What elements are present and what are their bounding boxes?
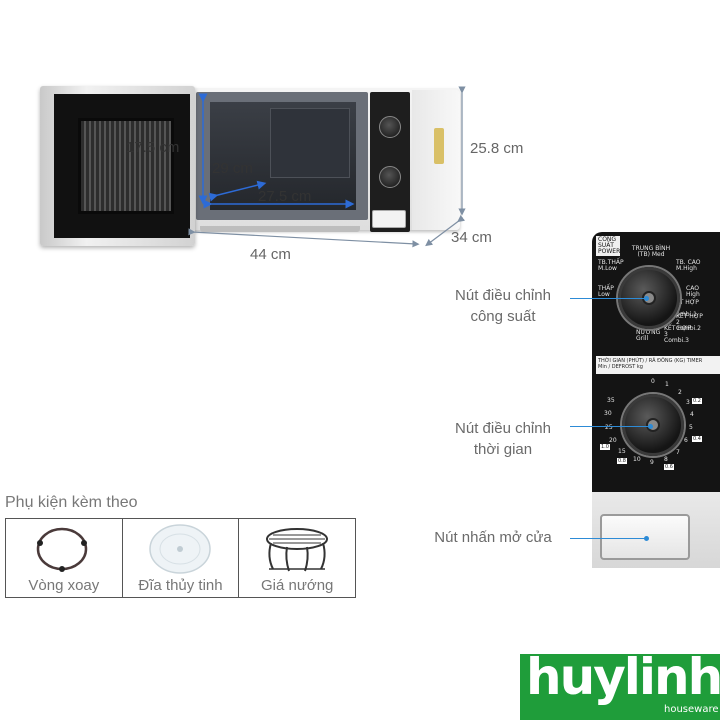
defrost-mark: 0.2 xyxy=(692,398,702,404)
accessory-label: Đĩa thủy tinh xyxy=(138,577,223,594)
brand-logo-tagline: houseware xyxy=(664,704,719,715)
timer-mark: 7 xyxy=(676,449,680,456)
power-medium-label: TRUNG BÌNH (TB) Med xyxy=(631,245,671,258)
timer-mark: 6 xyxy=(684,437,688,444)
defrost-mark: 0.8 xyxy=(617,458,627,464)
accessories-title: Phụ kiện kèm theo xyxy=(5,494,138,511)
accessory-item: Vòng xoay xyxy=(6,519,123,597)
callout-line-2: công suất xyxy=(470,308,536,325)
timer-mark: 4 xyxy=(690,411,694,418)
timer-mark: 20 xyxy=(609,437,617,444)
power-medium-high-label: TB. CAO M.High xyxy=(676,259,701,272)
power-low-label: THẤP Low xyxy=(598,285,614,298)
microwave-side-plate xyxy=(434,128,444,164)
grill-rack-icon xyxy=(266,528,329,572)
door-button-callout: Nút nhấn mở cửa xyxy=(434,529,552,546)
accessory-label: Giá nướng xyxy=(260,577,334,594)
brand-logo-text: huylinh xyxy=(526,648,720,706)
microwave-door-button xyxy=(372,210,406,228)
power-callout-pointer xyxy=(570,298,646,299)
power-knob-callout: Nút điều chỉnh công suất xyxy=(438,285,568,327)
timer-knob-callout: Nút điều chỉnh thời gian xyxy=(438,418,568,460)
roller-ring-icon xyxy=(36,527,88,572)
door-callout-dot xyxy=(644,536,649,541)
microwave-power-knob xyxy=(379,116,401,138)
timer-mark: 35 xyxy=(607,397,615,404)
outer-depth-line xyxy=(425,214,466,247)
defrost-mark: 0.6 xyxy=(664,464,674,470)
timer-mark: 25 xyxy=(605,424,613,431)
timer-callout-pointer xyxy=(570,426,650,427)
outer-width-line xyxy=(188,228,420,248)
timer-mark: 8 xyxy=(664,456,668,463)
timer-mark: 5 xyxy=(689,424,693,431)
callout-line-1: Nút điều chỉnh xyxy=(455,420,551,437)
inner-depth-line xyxy=(208,180,267,202)
inner-depth-label: 29 cm xyxy=(212,160,253,177)
power-combi2-label: KẾT HỢP 2 Combi.2 xyxy=(676,313,703,332)
callout-line-2: thời gian xyxy=(473,441,533,458)
accessory-label: Vòng xoay xyxy=(28,577,100,594)
timer-mark: 15 xyxy=(618,448,626,455)
timer-header: THỜI GIAN (PHÚT) / RÃ ĐÔNG (KG) TIMER Mi… xyxy=(598,358,703,370)
microwave-door-window xyxy=(78,118,174,214)
power-combi3-label: KẾT HỢP 3 Combi.3 xyxy=(664,325,691,344)
outer-height-label: 25.8 cm xyxy=(470,140,524,157)
timer-mark: 1 xyxy=(665,381,669,388)
timer-mark: 30 xyxy=(604,410,612,417)
microwave-front-panel xyxy=(370,92,410,232)
outer-width-label: 44 cm xyxy=(250,246,291,263)
power-callout-dot xyxy=(644,296,649,301)
defrost-mark: 0.4 xyxy=(692,436,702,442)
timer-mark: 2 xyxy=(678,389,682,396)
power-high-label: CAO High xyxy=(686,285,700,298)
power-header: CÔNG SUẤT POWER xyxy=(596,236,621,256)
defrost-mark: 1.0 xyxy=(600,444,610,450)
outer-depth-label: 34 cm xyxy=(451,229,492,246)
callout-line-1: Nút điều chỉnh xyxy=(455,287,551,304)
timer-mark: 9 xyxy=(650,459,654,466)
glass-plate-icon xyxy=(148,524,211,574)
inner-height-label: 17.5 cm xyxy=(126,139,180,156)
brand-logo xyxy=(520,654,720,720)
power-medium-low-label: TB.THẤP M.Low xyxy=(598,259,624,272)
accessory-item: Giá nướng xyxy=(239,519,355,597)
microwave-back-wall xyxy=(270,108,350,178)
door-callout-pointer xyxy=(570,538,646,539)
microwave-timer-knob xyxy=(379,166,401,188)
inner-width-label: 27.5 cm xyxy=(258,188,312,205)
power-grill-label: NƯỚNG Grill xyxy=(636,329,661,342)
timer-callout-dot xyxy=(648,424,653,429)
timer-mark: 10 xyxy=(633,456,641,463)
accessories-table: Vòng xoay Đĩa thủy tinh Giá nướng xyxy=(5,518,356,598)
accessory-item: Đĩa thủy tinh xyxy=(123,519,240,597)
timer-mark: 0 xyxy=(651,378,655,385)
timer-mark: 3 xyxy=(686,399,690,406)
timer-header-strip xyxy=(596,356,720,374)
